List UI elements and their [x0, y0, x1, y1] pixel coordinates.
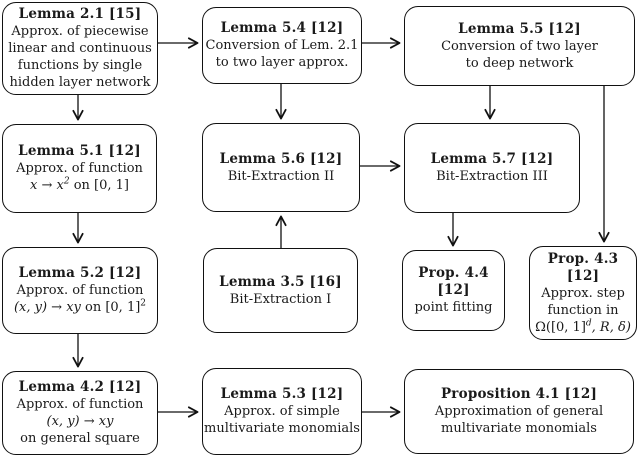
- node-line: (x, y) → xy on [0, 1]2: [14, 299, 146, 316]
- node-lemma-5-3: Lemma 5.3 [12] Approx. of simple multiva…: [202, 368, 362, 455]
- math-superscript: 2: [63, 176, 70, 187]
- node-line: Approx. of function: [16, 283, 144, 298]
- node-lemma-5-4: Lemma 5.4 [12] Conversion of Lem. 2.1 to…: [202, 7, 362, 84]
- node-title: Prop. 4.3 [12]: [547, 250, 619, 284]
- node-lemma-5-2: Lemma 5.2 [12] Approx. of function (x, y…: [2, 247, 158, 334]
- math-expression: (x, y) → xy: [46, 414, 114, 429]
- node-line: functions by single: [17, 58, 143, 73]
- math-expression: x → x: [30, 178, 64, 193]
- node-prop-4-3: Prop. 4.3 [12] Approx. step function in …: [529, 246, 637, 340]
- node-line: Approx. of function: [16, 397, 144, 412]
- math-tail: , R, δ): [591, 319, 631, 335]
- node-title: Lemma 4.2 [12]: [18, 379, 142, 395]
- node-title: Lemma 5.5 [12]: [458, 20, 581, 37]
- node-line: Bit-Extraction II: [227, 168, 335, 184]
- node-lemma-2-1: Lemma 2.1 [15] Approx. of piecewise line…: [2, 2, 158, 95]
- node-title: Prop. 4.4 [12]: [418, 265, 489, 298]
- node-prop-4-4: Prop. 4.4 [12] point fitting: [402, 250, 505, 331]
- node-line: Bit-Extraction III: [436, 169, 548, 184]
- math-tail: on [0, 1]: [69, 178, 129, 193]
- node-title: Lemma 5.1 [12]: [18, 143, 141, 159]
- node-line: to two layer approx.: [215, 55, 349, 70]
- node-line: point fitting: [414, 300, 493, 315]
- math-superscript: 2: [140, 298, 147, 309]
- node-title: Lemma 5.6 [12]: [219, 150, 343, 167]
- node-lemma-5-5: Lemma 5.5 [12] Conversion of two layer t…: [404, 6, 635, 86]
- node-lemma-3-5: Lemma 3.5 [16] Bit-Extraction I: [203, 248, 358, 333]
- math-tail: on [0, 1]: [80, 300, 141, 315]
- node-line: on general square: [20, 431, 140, 446]
- node-line: Conversion of two layer: [441, 38, 598, 54]
- node-lemma-4-2: Lemma 4.2 [12] Approx. of function (x, y…: [2, 371, 158, 455]
- node-line: to deep network: [465, 55, 574, 71]
- node-line: multivariate monomials: [204, 421, 360, 436]
- math-expression: (x, y) → xy: [13, 300, 81, 315]
- node-line: linear and continuous: [8, 41, 152, 56]
- node-line: multivariate monomials: [441, 421, 597, 436]
- node-title: Lemma 5.2 [12]: [18, 265, 142, 281]
- node-line: Ω([0, 1]d, R, δ): [535, 319, 631, 336]
- node-line: Approx. step: [541, 285, 625, 301]
- node-proposition-4-1: Proposition 4.1 [12] Approximation of ge…: [404, 369, 634, 454]
- node-title: Lemma 2.1 [15]: [18, 6, 142, 22]
- node-line: Approx. of function: [16, 161, 143, 176]
- node-title: Lemma 5.4 [12]: [220, 20, 344, 36]
- node-line: Approx. of piecewise: [11, 24, 149, 39]
- node-line: Bit-Extraction I: [229, 291, 332, 307]
- node-line: Conversion of Lem. 2.1: [205, 38, 359, 53]
- node-lemma-5-6: Lemma 5.6 [12] Bit-Extraction II: [202, 123, 360, 212]
- math-superscript: d: [585, 318, 592, 329]
- node-line: function in: [547, 302, 619, 318]
- node-line: Approximation of general: [434, 404, 604, 419]
- node-lemma-5-1: Lemma 5.1 [12] Approx. of function x → x…: [2, 124, 157, 213]
- node-title: Lemma 5.3 [12]: [220, 386, 344, 402]
- node-line: Approx. of simple: [224, 404, 340, 419]
- math-expression: Ω([0, 1]: [535, 319, 586, 335]
- node-line: hidden layer network: [9, 75, 151, 90]
- node-title: Proposition 4.1 [12]: [440, 386, 598, 402]
- node-line: x → x2 on [0, 1]: [30, 177, 129, 194]
- node-lemma-5-7: Lemma 5.7 [12] Bit-Extraction III: [404, 123, 580, 213]
- node-title: Lemma 3.5 [16]: [219, 273, 342, 290]
- node-title: Lemma 5.7 [12]: [430, 151, 554, 167]
